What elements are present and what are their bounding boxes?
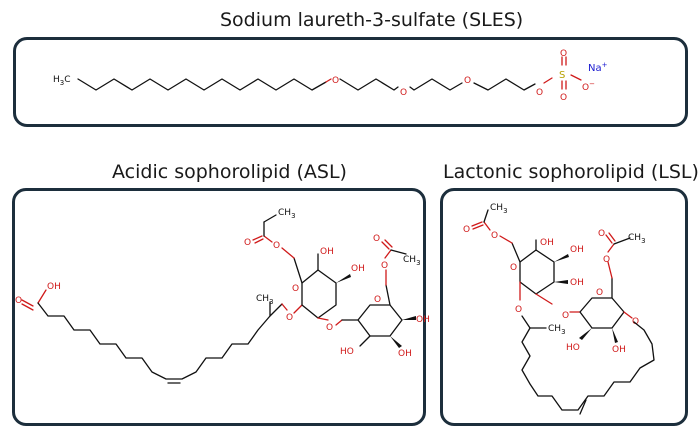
sles-alkyl-chain bbox=[77, 78, 327, 91]
sles-methyl-label: H3C bbox=[53, 75, 71, 87]
sles-oxide-anion: O− bbox=[582, 80, 595, 93]
asl-acetyl-methyl-2: CH3 bbox=[403, 255, 421, 267]
lsl-ring1-hydroxyl-b: OH bbox=[540, 238, 554, 248]
asl-structure: OH O CH3 O O O O OH OH bbox=[15, 208, 430, 384]
lsl-title: Lactonic sophorolipid (LSL) bbox=[443, 161, 699, 183]
lsl-macrocycle-chain bbox=[521, 321, 655, 411]
asl-ring-oxygen-2: O bbox=[374, 295, 381, 305]
asl-acetyl-ester-oxygen-1: O bbox=[273, 241, 280, 251]
asl-ring-oxygen-1: O bbox=[292, 284, 299, 294]
asl-acid-hydroxyl: OH bbox=[47, 282, 61, 292]
asl-glycosidic-oxygen: O bbox=[286, 313, 293, 323]
lsl-acetyl-carbonyl-oxygen-1: O bbox=[463, 225, 470, 235]
sles-title: Sodium laureth-3-sulfate (SLES) bbox=[220, 9, 524, 31]
lsl-inter-ring-oxygen: O bbox=[562, 311, 569, 321]
lsl-methyl-label: CH3 bbox=[548, 324, 566, 336]
sles-ether-oxygen-2: O bbox=[400, 88, 407, 98]
lsl-acetyl-ester-oxygen-2: O bbox=[603, 255, 610, 265]
lsl-ring-oxygen-2: O bbox=[596, 288, 603, 298]
lsl-ring1-hydroxyl-a: OH bbox=[570, 245, 584, 255]
lsl-acetyl-carbonyl-oxygen-2: O bbox=[598, 229, 605, 239]
lsl-ring-oxygen-1: O bbox=[510, 263, 517, 273]
sles-panel bbox=[13, 37, 688, 127]
asl-glucose-ring-2 bbox=[357, 304, 403, 337]
asl-ring2-hydroxyl-b: OH bbox=[398, 349, 412, 359]
sles-sulfonyl-oxygen-bottom: O bbox=[560, 93, 567, 103]
asl-title: Acidic sophorolipid (ASL) bbox=[112, 161, 347, 183]
asl-fatty-chain bbox=[37, 302, 283, 380]
asl-acetyl-carbonyl-oxygen-1: O bbox=[244, 238, 251, 248]
asl-acetyl-carbonyl-oxygen-2: O bbox=[373, 234, 380, 244]
lsl-glucose-ring-2 bbox=[579, 297, 625, 329]
lsl-ring1-hydroxyl-c: OH bbox=[570, 278, 584, 288]
lsl-glucose-ring-1 bbox=[519, 249, 555, 295]
asl-inter-ring-oxygen: O bbox=[326, 323, 333, 333]
lsl-acetyl-methyl-2: CH3 bbox=[628, 233, 646, 245]
sles-ester-oxygen: O bbox=[536, 88, 543, 98]
sles-ether-oxygen-1: O bbox=[332, 76, 339, 86]
sles-structure: H3C O O O O S O O O− Na+ bbox=[53, 49, 608, 103]
sles-ether-oxygen-3: O bbox=[464, 76, 471, 86]
asl-acid-carbonyl-oxygen: O bbox=[15, 296, 22, 306]
sles-sulfonyl-oxygen-top: O bbox=[560, 49, 567, 59]
sles-ether-bonds-1 bbox=[325, 78, 332, 83]
lsl-glycosidic-oxygen: O bbox=[515, 305, 522, 315]
lsl-ring2-hydroxyl-b: OH bbox=[612, 345, 626, 355]
asl-ring1-hydroxyl-a: OH bbox=[351, 264, 365, 274]
sles-sodium-cation: Na+ bbox=[588, 61, 608, 74]
sles-ethoxy-chain bbox=[339, 78, 399, 91]
asl-ring2-hydroxyl-c: HO bbox=[340, 347, 354, 357]
asl-acetyl-ester-oxygen-2: O bbox=[381, 261, 388, 271]
lsl-acetyl-methyl-1: CH3 bbox=[490, 203, 508, 215]
asl-ring1-hydroxyl-b: OH bbox=[320, 247, 334, 257]
lsl-ring2-hydroxyl-a: HO bbox=[566, 343, 580, 353]
lsl-structure: O O O CH3 OH OH OH O O O O O bbox=[463, 203, 655, 415]
sles-sulfur-label: S bbox=[559, 70, 565, 81]
lsl-lactone-oxygen: O bbox=[632, 317, 639, 327]
asl-panel bbox=[12, 188, 426, 426]
lsl-panel bbox=[440, 188, 688, 426]
asl-acetyl-methyl-1: CH3 bbox=[278, 208, 296, 220]
asl-glucose-ring-1 bbox=[301, 269, 337, 319]
asl-ring2-hydroxyl-a: OH bbox=[416, 315, 430, 325]
asl-methyl-label: CH3 bbox=[256, 294, 274, 306]
lsl-acetyl-ester-oxygen-1: O bbox=[491, 231, 498, 241]
